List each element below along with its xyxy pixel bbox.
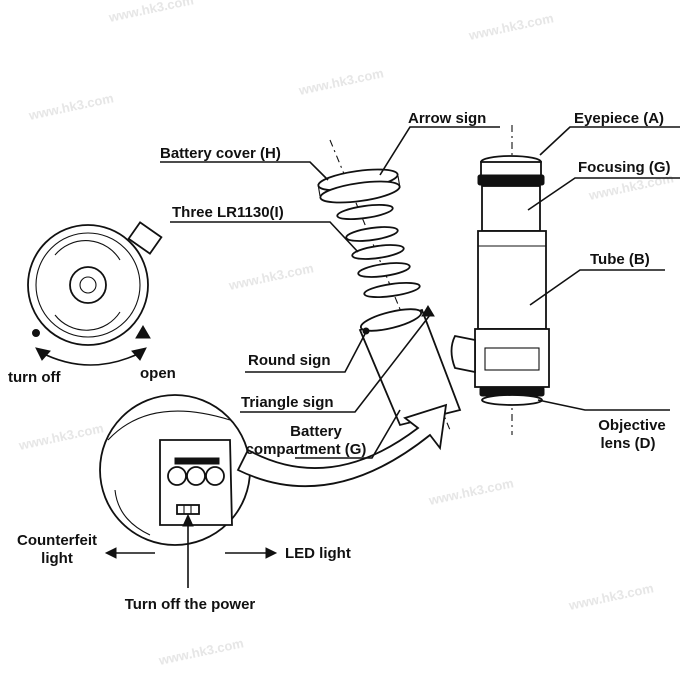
eyepiece-grip-ring [477,174,545,186]
watermark: www.hk3.com [297,65,385,98]
battery-cell [345,226,399,242]
battery-cell [351,244,405,260]
rotary-dial [27,221,163,366]
watermark: www.hk3.com [17,420,105,453]
round-sign-mark [362,327,370,335]
dial-hub [79,276,97,294]
open-triangle [135,325,151,339]
eyepiece-body [480,161,542,177]
triangle-sign-mark [421,305,435,317]
washer [336,203,394,221]
leader-triangle-sign [240,314,431,413]
label-turn-off-power: Turn off the power [125,596,256,613]
label-triangle-sign: Triangle sign [241,394,334,411]
led-cell [205,466,225,486]
battery-compartment-rim [359,308,423,332]
watermark: www.hk3.com [567,580,655,613]
label-objective-lens-2: lens (D) [600,435,655,452]
label-arrow-sign: Arrow sign [408,110,486,127]
arrow-icon [35,347,51,361]
battery-stack [317,139,462,431]
label-battery-compartment-1: Battery [290,423,342,440]
watermark: www.hk3.com [107,0,195,25]
label-open: open [140,365,176,382]
led-contacts [174,457,220,465]
turn-off-dot [32,329,40,337]
dial-engraving [54,240,121,261]
label-counterfeit-light-1: Counterfeit [17,532,97,549]
microscope-tube [450,125,550,435]
arrow-icon [182,513,194,527]
watermark: www.hk3.com [427,475,515,508]
label-led-light: LED light [285,545,351,562]
rotation-arrow [39,351,143,366]
dial-engraving [54,311,121,331]
led-cell [186,466,206,486]
battery-cover-edge [397,175,401,189]
label-objective-lens-1: Objective [598,417,666,434]
label-battery-compartment-2: compartment (G) [246,441,367,458]
label-three-lr1130: Three LR1130(I) [172,204,284,221]
inset-contour [107,410,231,441]
label-eyepiece: Eyepiece (A) [574,110,664,127]
inset-contour [114,489,151,536]
objective-lens-rim [481,394,543,406]
dial-ring [35,232,141,338]
leader-lines [104,126,680,588]
washer [363,281,421,299]
magnify-arrow [236,403,448,488]
watermark: www.hk3.com [227,260,315,293]
label-round-sign: Round sign [248,352,331,369]
label-focusing: Focusing (G) [578,159,671,176]
labels: Arrow sign Eyepiece (A) Battery cover (H… [8,110,671,613]
watermark: www.hk3.com [157,635,245,668]
leader-three-lr1130 [170,221,359,253]
clamp-window [484,347,540,371]
battery-cell [357,262,411,278]
leader-battery-cover [160,161,329,181]
leader-round-sign [245,331,367,373]
watermark: www.hk3.com [27,90,115,123]
leader-arrow-sign [379,126,500,176]
leader-objective-lens [537,399,670,411]
leader-tube [529,269,665,306]
label-tube: Tube (B) [590,251,650,268]
leader-focusing [527,177,680,211]
power-switch [176,504,200,515]
inset-magnified-view [99,394,448,546]
tube-clamp [474,328,550,388]
tube-body [477,230,547,330]
label-turn-off: turn off [8,369,61,386]
dial-tab [127,221,163,255]
led-cell [167,466,187,486]
label-counterfeit-light-2: light [41,550,73,567]
arrow-icon [131,347,147,361]
hinge [450,334,476,374]
arrow-icon [265,547,278,559]
dial-center [69,266,107,304]
battery-cover-edge [317,183,321,197]
watermark: www.hk3.com [467,10,555,43]
leader-battery-compartment [295,409,401,459]
label-battery-cover: Battery cover (H) [160,145,281,162]
leader-eyepiece [539,126,680,156]
arrow-icon [104,547,117,559]
